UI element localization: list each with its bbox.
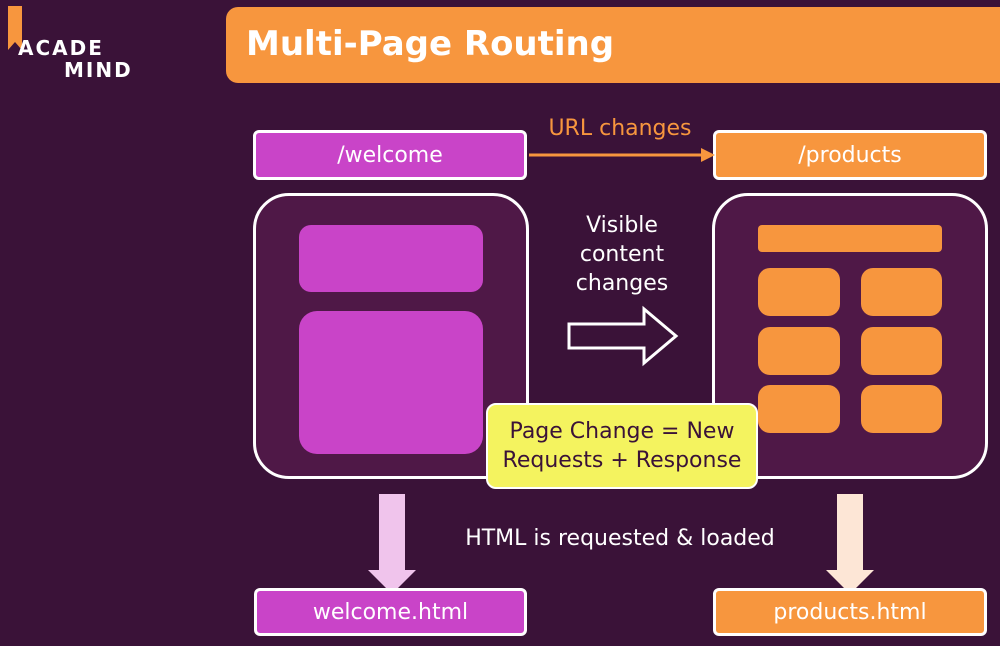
content-changes-label: Visible content changes	[540, 211, 704, 298]
html-requested-label: HTML is requested & loaded	[465, 526, 775, 551]
welcome-download-arrow-icon	[368, 494, 416, 594]
product-tile	[861, 327, 942, 375]
logo-text-line1: ACADE	[18, 36, 104, 60]
products-download-arrow-icon	[826, 494, 874, 594]
title-bar	[226, 7, 1000, 83]
page-title: Multi-Page Routing	[246, 24, 615, 64]
product-tile	[758, 327, 840, 375]
products-header-block	[758, 225, 942, 252]
logo-bookmark-icon	[8, 6, 22, 50]
product-tile	[861, 268, 942, 316]
product-tile	[758, 268, 840, 316]
content-changes-line: changes	[575, 271, 669, 296]
products-file-pill: products.html	[713, 588, 987, 636]
url-change-arrow-icon	[529, 148, 715, 162]
products-url-pill: /products	[713, 130, 987, 180]
products-url-text: /products	[798, 142, 902, 168]
page-change-note: Page Change = New Requests + Response	[486, 403, 758, 489]
logo-text-line2: MIND	[64, 58, 133, 82]
welcome-content-block	[299, 311, 483, 454]
product-tile	[758, 385, 840, 433]
content-change-arrow-icon	[567, 305, 679, 367]
url-changes-label: URL changes	[548, 116, 692, 141]
welcome-header-block	[299, 225, 483, 292]
note-line: Requests + Response	[502, 448, 742, 473]
welcome-url-pill: /welcome	[253, 130, 527, 180]
content-changes-line: content	[579, 242, 665, 267]
product-tile	[861, 385, 942, 433]
content-changes-line: Visible	[586, 213, 658, 238]
welcome-file-text: welcome.html	[312, 599, 469, 625]
welcome-file-pill: welcome.html	[254, 588, 527, 636]
welcome-url-text: /welcome	[337, 142, 443, 168]
note-line: Page Change = New	[509, 419, 735, 444]
products-file-text: products.html	[773, 599, 927, 625]
